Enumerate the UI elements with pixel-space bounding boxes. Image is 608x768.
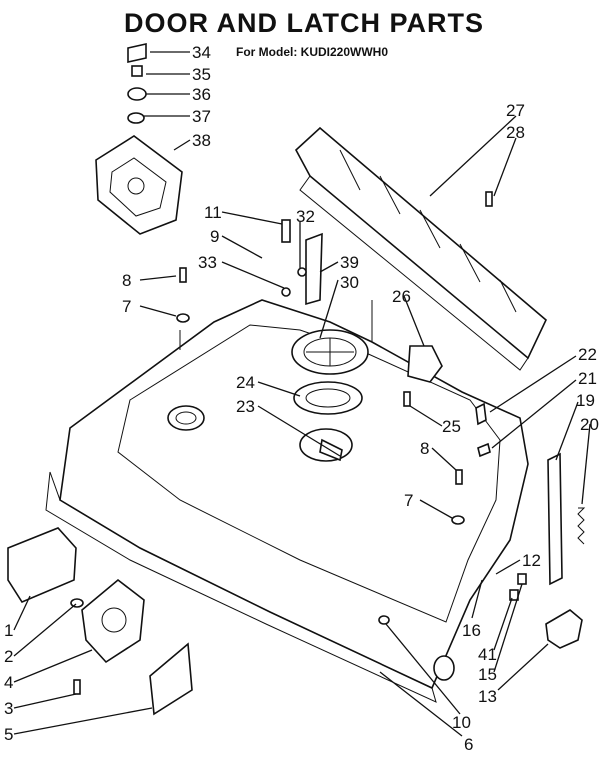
callout-label: 7 xyxy=(404,491,413,510)
callout-label: 4 xyxy=(4,673,13,692)
leader-lines xyxy=(13,51,591,737)
callout-label: 30 xyxy=(340,273,359,292)
callout-label: 39 xyxy=(340,253,359,272)
callout-label: 8 xyxy=(420,439,429,458)
callout-label: 32 xyxy=(296,207,315,226)
callout-label: 19 xyxy=(576,391,595,410)
model-number: For Model: KUDI220WWH0 xyxy=(236,45,389,59)
callout-label: 20 xyxy=(580,415,599,434)
callout-label: 7 xyxy=(122,297,131,316)
rinse-aid-dispenser xyxy=(291,329,369,415)
callout-label: 15 xyxy=(478,665,497,684)
callout-label: 23 xyxy=(236,397,255,416)
callout-label: 41 xyxy=(478,645,497,664)
callout-label: 34 xyxy=(192,43,211,62)
callout-label: 21 xyxy=(578,369,597,388)
callout-label: 38 xyxy=(192,131,211,150)
latch-bracket xyxy=(545,609,583,649)
door-panel xyxy=(45,299,529,703)
diagram-title: DOOR AND LATCH PARTS xyxy=(124,8,484,38)
callout-label: 12 xyxy=(522,551,541,570)
callout-label: 3 xyxy=(4,699,13,718)
callout-label: 24 xyxy=(236,373,255,392)
latch-switch-assembly xyxy=(95,135,183,235)
callout-label: 6 xyxy=(464,735,473,754)
knob-stack xyxy=(127,43,147,124)
callout-label: 35 xyxy=(192,65,211,84)
callout-label: 1 xyxy=(4,621,13,640)
callout-label: 27 xyxy=(506,101,525,120)
callout-label: 25 xyxy=(442,417,461,436)
callout-label: 8 xyxy=(122,271,131,290)
callout-label: 33 xyxy=(198,253,217,272)
callout-label: 26 xyxy=(392,287,411,306)
callout-label: 36 xyxy=(192,85,211,104)
callout-label: 37 xyxy=(192,107,211,126)
callout-label: 11 xyxy=(204,203,222,222)
callout-label: 22 xyxy=(578,345,597,364)
small-hardware xyxy=(70,191,527,695)
callout-label: 2 xyxy=(4,647,13,666)
callout-label: 10 xyxy=(452,713,471,732)
strike-and-spring xyxy=(547,452,586,586)
lower-left-parts xyxy=(7,527,193,716)
callout-label: 13 xyxy=(478,687,497,706)
door-vent-trim xyxy=(295,126,547,371)
callout-labels: 34 35 36 37 38 27 28 11 32 9 33 39 30 8 … xyxy=(4,43,599,754)
callout-label: 5 xyxy=(4,725,13,744)
callout-label: 28 xyxy=(506,123,525,142)
callout-label: 16 xyxy=(462,621,481,640)
dispenser-opening xyxy=(167,405,353,462)
callout-label: 9 xyxy=(210,227,219,246)
